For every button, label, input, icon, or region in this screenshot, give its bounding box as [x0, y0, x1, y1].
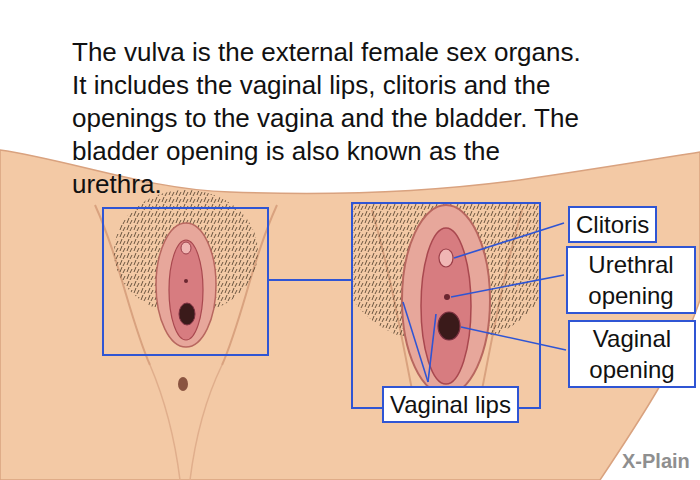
gluteal-line: [190, 365, 222, 480]
clitoris-shape: [439, 249, 453, 267]
outer-labia: [402, 205, 490, 395]
anus-shape: [178, 377, 188, 391]
outer-labia: [156, 223, 216, 347]
skin-body: [0, 150, 700, 480]
intro-text: The vulva is the external female sex org…: [72, 36, 592, 201]
callout-box: Vaginal opening: [568, 320, 696, 388]
leader-line: [461, 327, 566, 350]
zoomed-view: [353, 204, 539, 407]
callout-box: Clitoris: [568, 206, 657, 243]
vaginal-opening-shape: [179, 303, 195, 325]
vaginal-opening-shape: [438, 312, 460, 340]
leader-line: [428, 314, 436, 382]
callout-label: Clitoris: [576, 209, 649, 240]
inner-labia: [169, 240, 203, 340]
leader-line: [451, 275, 564, 297]
clitoris-shape: [181, 242, 191, 254]
zoom-frame: [103, 208, 268, 355]
urethral-dot: [444, 294, 450, 300]
callout-label: Urethral opening: [574, 249, 688, 311]
leader-line: [403, 302, 428, 382]
detail-frame: [352, 203, 540, 408]
callout-box: Vaginal lips: [382, 386, 519, 423]
callout-box: Urethral opening: [566, 246, 696, 314]
urethral-dot: [184, 279, 188, 283]
inner-labia: [421, 228, 471, 384]
callout-label: Vaginal opening: [576, 323, 688, 385]
callout-label: Vaginal lips: [390, 389, 511, 420]
zoom-connector: [268, 279, 352, 281]
gluteal-line: [150, 365, 180, 480]
watermark: X-Plain: [622, 450, 690, 473]
leader-line: [454, 223, 564, 258]
